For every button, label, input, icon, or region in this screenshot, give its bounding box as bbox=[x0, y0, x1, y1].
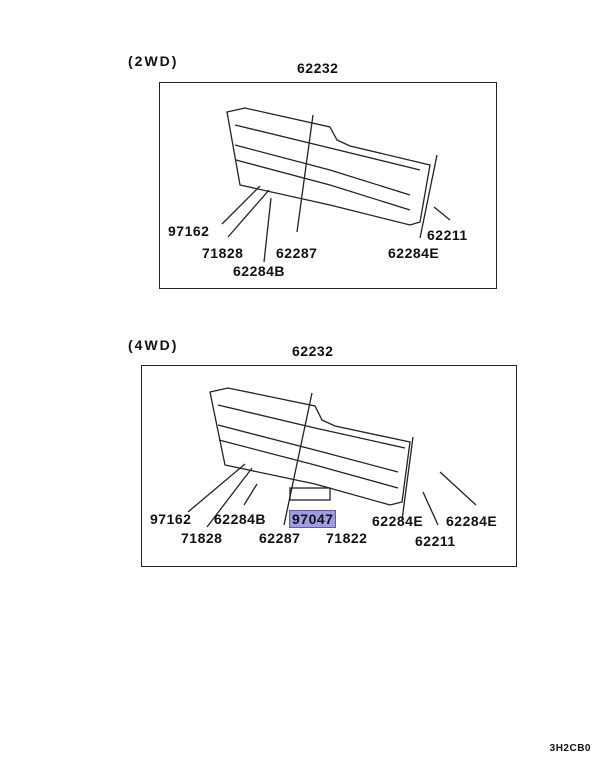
part-label[interactable]: 62211 bbox=[427, 227, 468, 243]
diagram-code: 3H2CB0 bbox=[549, 743, 591, 754]
part-label[interactable]: 71828 bbox=[181, 530, 223, 546]
part-label[interactable]: 62287 bbox=[276, 245, 318, 261]
part-label[interactable]: 62284E bbox=[446, 513, 498, 529]
part-label[interactable]: 62287 bbox=[259, 530, 301, 546]
section-title-2wd: (2WD) bbox=[128, 53, 179, 69]
part-label[interactable]: 62211 bbox=[415, 533, 456, 549]
part-label[interactable]: 97162 bbox=[150, 511, 192, 527]
section-title-4wd: (4WD) bbox=[128, 337, 179, 353]
part-label[interactable]: 62284B bbox=[233, 263, 286, 279]
part-label-62232-4wd[interactable]: 62232 bbox=[292, 343, 334, 359]
part-label-highlighted[interactable]: 97047 bbox=[289, 510, 337, 528]
part-label[interactable]: 62284E bbox=[388, 245, 440, 261]
part-label[interactable]: 97162 bbox=[168, 223, 210, 239]
diagram-frame-4wd bbox=[141, 365, 517, 567]
part-label-62232-2wd[interactable]: 62232 bbox=[297, 60, 339, 76]
part-label[interactable]: 71828 bbox=[202, 245, 244, 261]
part-label[interactable]: 62284B bbox=[214, 511, 267, 527]
part-label[interactable]: 62284E bbox=[372, 513, 424, 529]
diagram-frame-2wd bbox=[159, 82, 497, 289]
part-label[interactable]: 71822 bbox=[326, 530, 368, 546]
